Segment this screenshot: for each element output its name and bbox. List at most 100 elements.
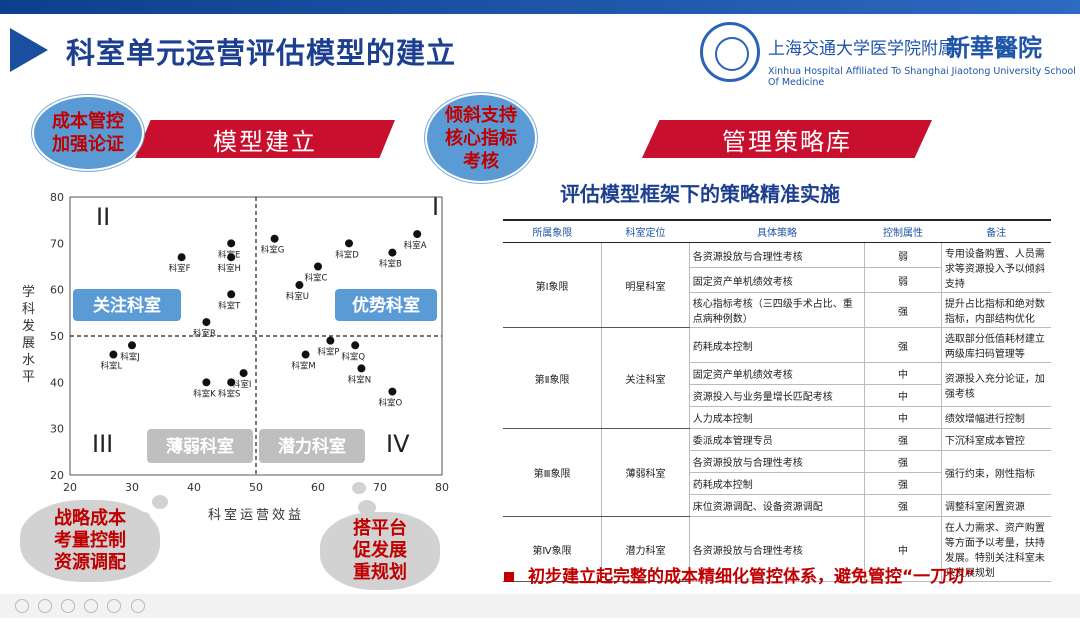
point-label: 科室M (291, 361, 315, 372)
prev-control-icon[interactable] (15, 599, 30, 613)
data-point (413, 230, 422, 239)
data-point (239, 369, 248, 378)
x-tick-label: 30 (125, 481, 139, 494)
more-control-icon[interactable] (130, 599, 145, 613)
table-cell: 强行约束，刚性指标 (940, 450, 1051, 495)
point-label: 科室L (101, 361, 123, 372)
table-cell: 第Ⅰ象限 (503, 242, 602, 328)
numeral-iv: IV (386, 430, 410, 458)
table-cell: 弱 (864, 267, 942, 293)
table-row: 资源投入与业务量增长匹配考核中 (503, 384, 1051, 407)
hospital-affiliation: 上海交通大学医学院附属 (768, 39, 955, 59)
y-axis-label: 学科发展水平 (22, 284, 35, 385)
point-label: 科室J (120, 351, 140, 362)
data-point (326, 336, 335, 345)
point-label: 科室B (379, 259, 402, 270)
y-tick-label: 80 (50, 191, 64, 204)
quadrant-label-advantage-box (335, 289, 437, 321)
conclusion-text: 初步建立起完整的成本精细化管控体系，避免管控“一刀切” (528, 567, 976, 587)
data-point (301, 350, 310, 359)
table-row: 核心指标考核（三四级手术占比、重点病种例数）强提升占比指标和绝对数指标，内部结构… (503, 292, 1051, 328)
numeral-i: I (432, 193, 439, 221)
quadrant-label-potential-box (259, 429, 365, 463)
quadrant-label-advantage: 优势科室 (352, 295, 420, 316)
data-point (314, 262, 322, 271)
point-label: 科室A (404, 240, 427, 251)
table-row: 药耗成本控制强 (503, 472, 1051, 495)
table-cell: 强 (864, 494, 942, 517)
table-cell: 资源投入与业务量增长匹配考核 (688, 384, 865, 407)
hospital-logo-icon (700, 22, 760, 82)
table-cell: 绩效增幅进行控制 (940, 406, 1051, 429)
bubble-cost-control: 成本管控 加强论证 (32, 95, 144, 171)
data-point (177, 253, 186, 262)
x-tick-label: 60 (311, 481, 325, 494)
table-cell: 委派成本管理专员 (688, 428, 865, 451)
table-header-cell: 控制属性 (864, 219, 942, 243)
zoom-control-icon[interactable] (107, 599, 122, 613)
table-header-cell: 备注 (941, 219, 1051, 243)
table-cell: 强 (864, 292, 942, 328)
cloud-strategy: 战略成本 考量控制 资源调配 (20, 500, 160, 582)
slides-control-icon[interactable] (84, 599, 99, 613)
hospital-english-name: Xinhua Hospital Affiliated To Shanghai J… (768, 66, 1076, 88)
table-cell: 明星科室 (601, 242, 690, 328)
y-tick-label: 60 (50, 284, 64, 297)
x-axis-label: 科室运营效益 (208, 507, 304, 523)
hospital-name: 新華醫院 (946, 33, 1042, 62)
table-header-cell: 科室定位 (601, 219, 690, 243)
x-tick-label: 40 (187, 481, 201, 494)
conclusion-line: 初步建立起完整的成本精细化管控体系，避免管控“一刀切” (504, 562, 975, 587)
page-title: 科室单元运营评估模型的建立 (66, 36, 457, 70)
data-point (227, 290, 236, 299)
pen-control-icon[interactable] (61, 599, 76, 613)
table-cell: 各资源投放与合理性考核 (688, 242, 865, 268)
table-cell: 第Ⅲ象限 (503, 428, 602, 517)
table-cell: 各资源投放与合理性考核 (688, 516, 865, 582)
cloud-dot (358, 500, 376, 515)
cloud-dot (152, 495, 168, 509)
data-point (295, 281, 304, 290)
table-cell: 中 (864, 384, 942, 407)
data-point (227, 253, 236, 262)
y-tick-label: 30 (50, 423, 64, 436)
model-banner-text: 模型建立 (213, 127, 317, 156)
table-cell: 各资源投放与合理性考核 (688, 450, 865, 473)
quadrant-label-attention: 关注科室 (93, 295, 161, 316)
table-cell: 下沉科室成本管控 (940, 428, 1051, 451)
table-cell: 专用设备购置、人员需求等资源投入予以倾斜支持 (940, 242, 1051, 293)
table-row: 固定资产单机绩效考核弱 (503, 267, 1051, 293)
cloud-dot (352, 482, 366, 494)
table-cell: 强 (864, 472, 942, 495)
table-cell: 中 (864, 406, 942, 429)
table-row: 第Ⅱ象限关注科室药耗成本控制强选取部分低值耗材建立两级库扫码管理等 (503, 327, 1051, 429)
bubble-support: 倾斜支持 核心指标 考核 (425, 93, 537, 183)
table-row: 各资源投放与合理性考核强强行约束，刚性指标 (503, 450, 1051, 495)
table-cell: 固定资产单机绩效考核 (688, 267, 865, 293)
y-tick-label: 40 (50, 376, 64, 389)
data-point (109, 350, 118, 359)
point-label: 科室Q (341, 351, 365, 362)
table-cell: 中 (864, 362, 942, 385)
quadrant-label-weak: 薄弱科室 (166, 436, 234, 457)
y-tick-label: 70 (50, 237, 64, 250)
table-row: 第Ⅲ象限薄弱科室委派成本管理专员强下沉科室成本管控 (503, 428, 1051, 517)
table-cell: 床位资源调配、设备资源调配 (688, 494, 865, 517)
x-tick-label: 80 (435, 481, 449, 494)
strategy-banner-text: 管理策略库 (722, 127, 852, 156)
table-cell: 在人力需求、资产购置等方面予以考量，扶持发展。特别关注科室未来发展规划 (940, 516, 1051, 582)
point-label: 科室G (261, 245, 285, 256)
back-control-icon[interactable] (38, 599, 53, 613)
point-label: 科室K (193, 388, 216, 399)
y-tick-label: 20 (50, 469, 64, 482)
point-label: 科室F (169, 263, 191, 274)
data-point (128, 341, 136, 350)
top-accent-bar (0, 0, 1080, 14)
point-label: 科室I (232, 379, 252, 390)
table-cell: 强 (864, 450, 942, 473)
table-cell: 中 (864, 516, 942, 582)
data-point (388, 387, 397, 396)
strategy-banner: 管理策略库 (642, 120, 932, 158)
numeral-iii: III (92, 430, 113, 458)
strategy-subtitle: 评估模型框架下的策略精准实施 (560, 182, 840, 206)
